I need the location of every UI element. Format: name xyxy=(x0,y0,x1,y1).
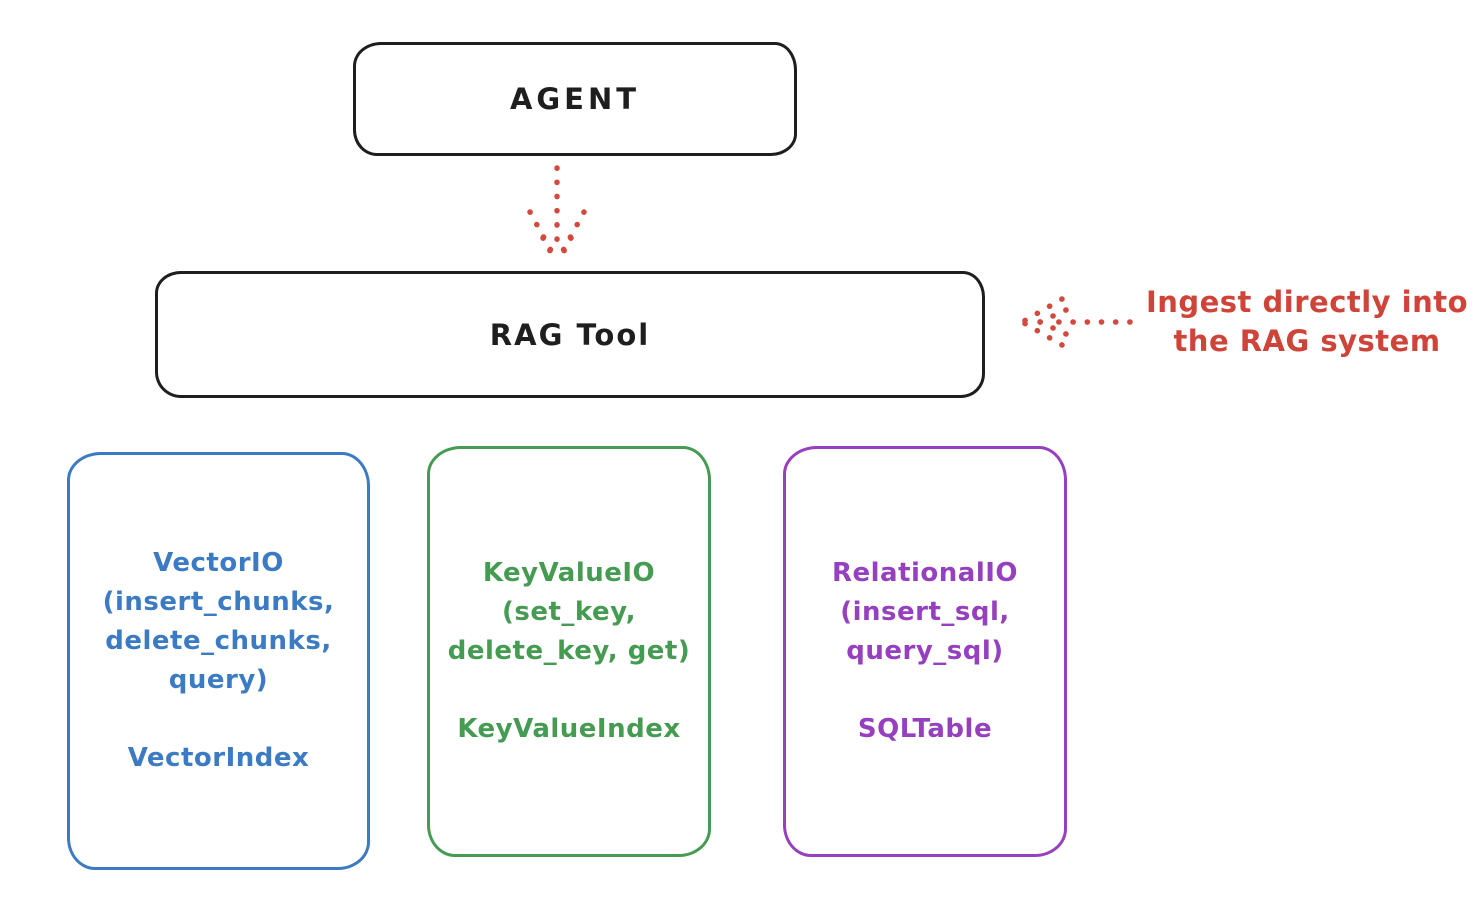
node-text-line: VectorIO xyxy=(153,548,284,578)
vector-io-node: VectorIO (insert_chunks, delete_chunks, … xyxy=(67,452,370,870)
node-text-line: (insert_sql, xyxy=(840,597,1010,627)
keyvalue-index-label: KeyValueIndex xyxy=(457,714,681,744)
agent-label: AGENT xyxy=(509,82,641,116)
node-text-line: KeyValueIO xyxy=(482,558,656,588)
node-text-line: (insert_chunks, xyxy=(102,587,335,617)
ingest-annotation-line: Ingest directly into xyxy=(1145,285,1469,319)
ingest-annotation: Ingest directly into the RAG system xyxy=(1134,283,1480,361)
relational-io-node: RelationalIO (insert_sql, query_sql) SQL… xyxy=(783,446,1067,857)
node-text-line: RelationalIO xyxy=(831,558,1019,588)
ingest-annotation-arrow xyxy=(1021,296,1133,348)
node-text-line: delete_chunks, xyxy=(105,626,332,656)
node-text-line: query_sql) xyxy=(846,636,1004,666)
rag-tool-label: RAG Tool xyxy=(489,317,651,352)
ingest-annotation-line: the RAG system xyxy=(1173,324,1441,358)
sql-table-label: SQLTable xyxy=(857,714,993,744)
node-text-line: query) xyxy=(168,665,269,695)
node-text-line: delete_key, get) xyxy=(447,636,691,666)
rag-tool-node: RAG Tool xyxy=(155,271,985,398)
agent-node: AGENT xyxy=(353,42,797,156)
vector-index-label: VectorIndex xyxy=(127,743,310,773)
keyvalue-io-node: KeyValueIO (set_key, delete_key, get) Ke… xyxy=(427,446,711,857)
node-text-line: (set_key, xyxy=(502,597,636,627)
agent-to-rag-arrow xyxy=(527,165,587,263)
